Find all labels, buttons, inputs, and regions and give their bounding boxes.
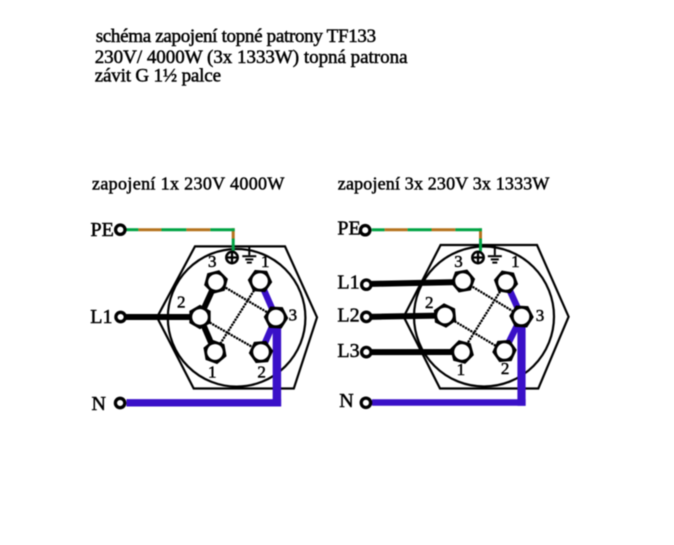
svg-text:3: 3 xyxy=(454,252,463,271)
svg-text:schéma zapojení topné patrony: schéma zapojení topné patrony TF133 xyxy=(96,26,376,47)
svg-text:L1: L1 xyxy=(337,271,359,293)
svg-text:2: 2 xyxy=(177,293,186,312)
svg-text:2: 2 xyxy=(501,359,510,378)
svg-text:3: 3 xyxy=(536,306,545,325)
svg-text:N: N xyxy=(92,393,106,415)
svg-text:3: 3 xyxy=(289,305,298,324)
svg-text:2: 2 xyxy=(257,362,266,381)
svg-text:L3: L3 xyxy=(337,340,359,362)
svg-text:L1: L1 xyxy=(90,306,112,328)
svg-text:1: 1 xyxy=(208,362,217,381)
svg-text:2: 2 xyxy=(425,293,434,312)
svg-text:PE: PE xyxy=(337,218,360,240)
svg-text:1: 1 xyxy=(511,252,519,271)
svg-text:N: N xyxy=(339,390,353,412)
svg-text:PE: PE xyxy=(91,219,114,241)
svg-text:závit G 1½ palce: závit G 1½ palce xyxy=(95,66,221,87)
svg-text:L2: L2 xyxy=(337,305,359,327)
svg-text:1: 1 xyxy=(261,252,270,271)
svg-text:zapojení 3x 230V 3x 1333W: zapojení 3x 230V 3x 1333W xyxy=(338,174,550,194)
svg-text:zapojení 1x 230V 4000W: zapojení 1x 230V 4000W xyxy=(92,174,284,194)
svg-text:1: 1 xyxy=(457,360,466,379)
svg-text:230V/ 4000W (3x 1333W) topná p: 230V/ 4000W (3x 1333W) topná patrona xyxy=(95,47,408,68)
svg-text:3: 3 xyxy=(208,252,217,271)
